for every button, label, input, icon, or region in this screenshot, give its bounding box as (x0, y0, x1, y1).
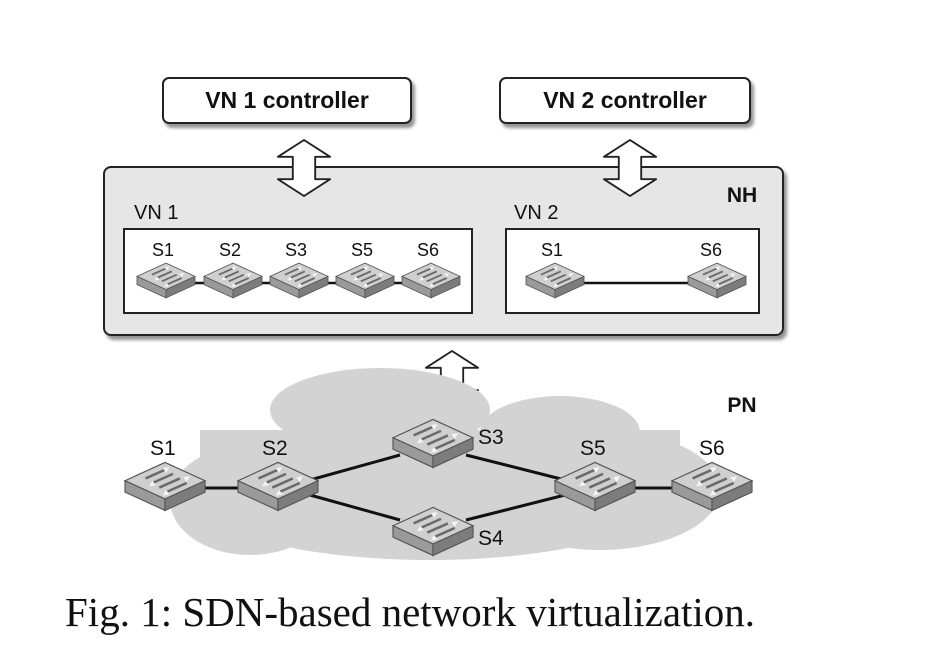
switch-s2: S2 (236, 437, 320, 512)
switch-label: S1 (541, 240, 563, 260)
pn-label: PN (727, 394, 756, 417)
switch-s1: S1 (525, 240, 585, 299)
vn1-controller: VN 1 controller (162, 77, 412, 124)
switch-s3: S3 (391, 418, 504, 469)
switch-label: S5 (580, 437, 606, 460)
vn2-controller: VN 2 controller (499, 77, 751, 124)
switch-s6: S6 (401, 240, 461, 299)
link-s4-s5 (465, 493, 566, 522)
switch-s6: S6 (687, 240, 747, 299)
vn2-controller-label: VN 2 controller (543, 87, 707, 113)
switch-label: S6 (417, 240, 439, 260)
switch-label: S2 (262, 437, 288, 460)
link-s2-s3 (309, 453, 401, 482)
switch-label: S1 (152, 240, 174, 260)
vn1-box: VN 1 S1 S2 S3 S5 S6 (123, 202, 473, 314)
switch-s2: S2 (203, 240, 263, 299)
switch-label: S2 (219, 240, 241, 260)
vn2-label: VN 2 (514, 202, 558, 224)
switch-label: S6 (699, 437, 725, 460)
switch-s5: S5 (335, 240, 395, 299)
switch-s6: S6 (670, 437, 754, 512)
switch-label: S1 (150, 437, 176, 460)
figure-caption: Fig. 1: SDN-based network virtualization… (65, 589, 755, 635)
nh-label: NH (727, 184, 757, 207)
vn1-controller-label: VN 1 controller (205, 87, 369, 113)
switch-s3: S3 (269, 240, 329, 299)
vn2-box: VN 2 S1 S6 (505, 202, 760, 314)
vn1-label: VN 1 (134, 202, 178, 224)
switch-s4: S4 (391, 506, 504, 557)
physical-links (200, 453, 685, 522)
switch-label: S3 (285, 240, 307, 260)
switch-label: S6 (700, 240, 722, 260)
switch-s1: S1 (136, 240, 196, 299)
switch-label: S4 (478, 527, 504, 550)
switch-label: S5 (351, 240, 373, 260)
link-s2-s4 (309, 493, 401, 522)
switch-s1: S1 (123, 437, 207, 512)
switch-label: S3 (478, 426, 504, 449)
link-s3-s5 (465, 453, 566, 482)
switch-s5: S5 (553, 437, 637, 512)
